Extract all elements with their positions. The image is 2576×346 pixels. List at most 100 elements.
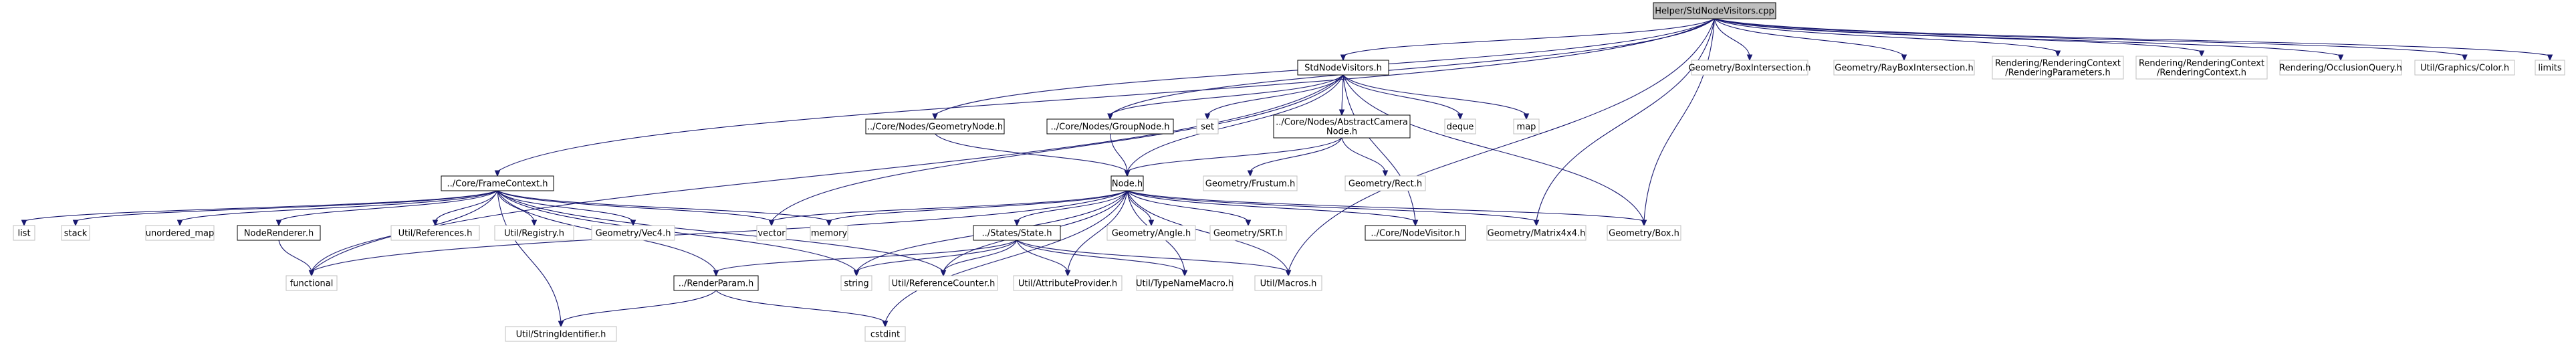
graph-edge	[1016, 240, 1292, 277]
graph-edge-arrowhead	[494, 170, 501, 177]
graph-node-geomnode[interactable]: ../Core/Nodes/GeometryNode.h	[865, 118, 1005, 135]
graph-edge	[278, 240, 315, 277]
graph-edge-line	[1016, 240, 1185, 272]
graph-edge	[1641, 18, 1716, 227]
graph-edge-arrowhead	[1412, 220, 1419, 227]
graph-node-box	[1833, 60, 1975, 76]
graph-node-label: vector	[757, 229, 786, 239]
graph-node-boxint: Geometry/BoxIntersection.h	[1688, 60, 1811, 76]
graph-edge	[432, 190, 498, 227]
graph-edge-arrowhead	[1641, 220, 1647, 227]
graph-node-statesh[interactable]: ../States/State.h	[973, 225, 1061, 241]
graph-edge-line	[1288, 18, 1716, 272]
graph-edge	[713, 240, 1018, 277]
graph-edge-arrowhead	[2198, 50, 2205, 58]
graph-edge-arrowhead	[882, 321, 889, 328]
graph-node-label: Helper/StdNodeVisitors.cpp	[1655, 7, 1774, 17]
graph-node-label: Geometry/RayBoxIntersection.h	[1835, 64, 1973, 74]
graph-edge	[1714, 18, 2553, 62]
graph-edge-line	[497, 18, 1715, 172]
graph-node-label: map	[1517, 122, 1536, 133]
graph-node-occlusion: Rendering/OcclusionQuery.h	[2279, 60, 2402, 76]
graph-node-vector: vector	[756, 225, 787, 241]
graph-edge-arrowhead	[1746, 54, 1753, 62]
graph-node-utilrefs: Util/References.h	[390, 225, 480, 241]
graph-edge-arrowhead	[1247, 170, 1254, 177]
graph-edge-line	[715, 240, 1018, 272]
graph-edge-line	[1342, 18, 1715, 56]
graph-node-deque: deque	[1444, 118, 1476, 135]
graph-edge-line	[1714, 18, 2341, 56]
graph-node-refcounter: Util/ReferenceCounter.h	[889, 275, 998, 291]
graph-node-box	[145, 225, 215, 241]
graph-edge-line	[1127, 190, 1537, 222]
graph-edge-arrowhead	[2462, 54, 2468, 62]
graph-node-box	[1110, 175, 1144, 191]
graph-node-box	[2414, 60, 2515, 76]
graph-node-stdnv[interactable]: StdNodeVisitors.h	[1297, 60, 1389, 76]
graph-node-label: Rendering/RenderingContext	[2139, 59, 2264, 69]
graph-edge-arrowhead	[1382, 170, 1389, 177]
graph-node-macros: Util/Macros.h	[1254, 275, 1322, 291]
graph-node-framectx[interactable]: ../Core/FrameContext.h	[441, 175, 554, 191]
graph-node-renderparam[interactable]: ../RenderParam.h	[673, 275, 759, 291]
graph-node-label: Util/Macros.h	[1260, 279, 1317, 289]
graph-node-label: ../RenderParam.h	[679, 279, 754, 289]
graph-node-box	[673, 275, 759, 291]
graph-edge-line	[278, 190, 498, 222]
graph-node-node[interactable]: Node.h	[1110, 175, 1144, 191]
graph-edge-line	[943, 240, 1018, 272]
graph-node-label: ../Core/FrameContext.h	[447, 179, 548, 189]
graph-edge-arrowhead	[308, 270, 315, 277]
graph-edge	[1342, 74, 1647, 227]
graph-node-nodevisitor[interactable]: ../Core/NodeVisitor.h	[1365, 225, 1466, 241]
graph-edge-arrowhead	[1523, 113, 1530, 120]
graph-edge	[177, 190, 498, 227]
graph-node-box	[61, 225, 90, 241]
graph-edge	[1342, 74, 1463, 120]
graph-node-box	[1444, 118, 1476, 135]
graph-node-label: string	[844, 279, 868, 289]
graph-node-label: Geometry/BoxIntersection.h	[1688, 64, 1810, 74]
graph-node-root[interactable]: Helper/StdNodeVisitors.cpp	[1653, 2, 1776, 19]
graph-edge	[715, 290, 889, 328]
graph-node-groupnode[interactable]: ../Core/Nodes/GroupNode.h	[1046, 118, 1174, 135]
graph-node-noderenderer[interactable]: NodeRenderer.h	[237, 225, 321, 241]
graph-node-label: Util/ReferenceCounter.h	[892, 279, 996, 289]
graph-edge	[1714, 18, 1907, 62]
graph-edge-arrowhead	[72, 220, 79, 227]
graph-edge	[1247, 137, 1342, 177]
graph-node-label: Geometry/Matrix4x4.h	[1488, 229, 1586, 239]
graph-node-box	[810, 225, 848, 241]
graph-node-box	[1691, 60, 1808, 76]
graph-edge-line	[935, 133, 1128, 172]
graph-node-box	[1136, 275, 1234, 291]
graph-edge-arrowhead	[1107, 113, 1113, 120]
graph-edge-line	[497, 190, 857, 272]
graph-edge	[768, 190, 1128, 227]
graph-node-label: functional	[290, 279, 334, 289]
graph-edge-line	[1110, 74, 1344, 115]
graph-edge-line	[560, 290, 717, 323]
graph-edge	[497, 190, 832, 227]
graph-node-angle: Geometry/Angle.h	[1106, 225, 1196, 241]
graph-edge-line	[1536, 18, 1716, 222]
graph-node-box	[390, 225, 480, 241]
graph-edge	[275, 190, 498, 227]
graph-node-box	[1013, 275, 1123, 291]
graph-edge-line	[75, 190, 498, 222]
graph-node-label: Node.h	[1326, 127, 1357, 137]
graph-node-label: limits	[2538, 64, 2562, 74]
graph-edge	[1016, 240, 1188, 277]
graph-edge-line	[497, 190, 830, 222]
graph-edge	[21, 190, 498, 227]
graph-node-srt: Geometry/SRT.h	[1209, 225, 1287, 241]
graph-node-box	[973, 225, 1061, 241]
graph-edge-line	[1714, 18, 2059, 52]
edge-layer	[21, 18, 2553, 328]
graph-node-box	[865, 118, 1005, 135]
graph-node-label: Node.h	[1112, 179, 1143, 189]
graph-node-label: ../Core/Nodes/GroupNode.h	[1050, 122, 1169, 133]
